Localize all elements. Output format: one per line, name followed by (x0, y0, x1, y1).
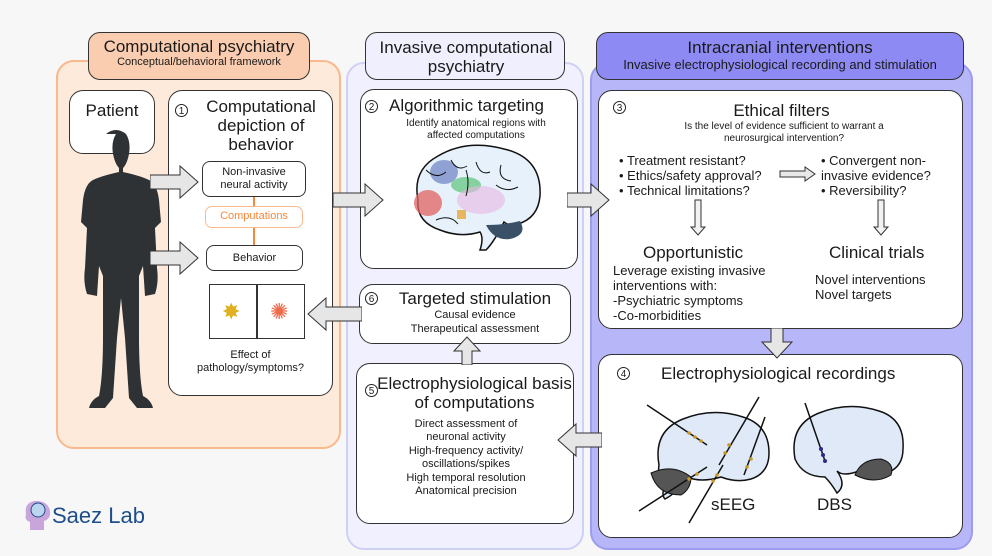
patient-box: Patient (69, 90, 155, 154)
clinical-trials-title: Clinical trials (829, 243, 925, 262)
step5-line: oscillations/spikes (421, 458, 511, 470)
step3-ethical-filters: 3 Ethical filters Is the level of eviden… (598, 90, 963, 329)
column-header-computational-psychiatry: Computational psychiatry Conceptual/beha… (88, 32, 310, 80)
bullet-item: • Convergent non-invasive evidence? (821, 153, 931, 183)
brain-targets-icon (414, 144, 541, 251)
step5-electrophysiological-basis: 5 Electrophysiological basis of computat… (356, 363, 574, 524)
step-number-badge: 3 (613, 101, 626, 114)
opportunistic-lines: Leverage existing invasive interventions… (613, 263, 766, 323)
step5-title: Electrophysiological basis of computatio… (377, 374, 572, 412)
arrow-down-icon (760, 328, 794, 359)
column-title: Invasive computational psychiatry (379, 38, 553, 76)
patient-label: Patient (85, 101, 139, 120)
arrow-down-icon (689, 199, 707, 236)
step1-computational-depiction: 1 Computational depiction of behavior No… (168, 90, 333, 396)
clinical-trials-lines: Novel interventions Novel targets (815, 272, 926, 302)
step3-left-bullets: • Treatment resistant? • Ethics/safety a… (619, 153, 762, 198)
step5-line: High-frequency activity/ (408, 445, 524, 457)
bullet-item: • Reversibility? (821, 183, 907, 198)
arrow-left-icon (557, 422, 602, 458)
step5-line: neuronal activity (426, 431, 506, 443)
healthy-neuron-icon: ✸ (222, 299, 241, 324)
opportunistic-title: Opportunistic (643, 243, 744, 262)
step6-line: Causal evidence (434, 309, 516, 321)
arrow-right-icon (333, 182, 384, 218)
step1-caption: Effect of pathology/symptoms? (197, 349, 304, 374)
arrow-right-icon (150, 240, 199, 276)
step6-targeted-stimulation: 6 Targeted stimulation Causal evidence T… (359, 284, 571, 344)
step6-line: Therapeutical assessment (410, 323, 540, 335)
step-number-badge: 6 (365, 292, 378, 305)
node-computations: Computations (205, 206, 303, 228)
arrow-up-icon (452, 336, 482, 365)
arrow-right-icon (779, 166, 816, 182)
patient-silhouette-icon (81, 130, 161, 408)
step3-question: Is the level of evidence sufficient to w… (684, 121, 884, 144)
column-header-intracranial-interventions: Intracranial interventions Invasive elec… (596, 32, 964, 80)
step4-title: Electrophysiological recordings (661, 364, 896, 383)
step-number-badge: 5 (365, 384, 378, 397)
column-title: Computational psychiatry (103, 37, 295, 56)
pathological-neuron-icon: ✺ (270, 299, 289, 324)
node-non-invasive-neural-activity: Non-invasive neural activity (202, 161, 306, 197)
step6-title: Targeted stimulation (398, 289, 552, 308)
column-header-invasive-computational-psychiatry: Invasive computational psychiatry (365, 32, 565, 80)
bullet-item: • Treatment resistant? (619, 153, 746, 168)
pathology-panel: ✸ ✺ (209, 284, 305, 339)
seeg-brain-icon (638, 396, 770, 524)
step3-title: Ethical filters (733, 101, 830, 120)
arrow-left-icon (307, 296, 362, 332)
column-subtitle: Conceptual/behavioral framework (117, 56, 281, 68)
step2-subtitle: Identify anatomical regions with affecte… (406, 118, 546, 141)
step2-algorithmic-targeting: 2 Algorithmic targeting Identify anatomi… (360, 89, 578, 269)
step2-title: Algorithmic targeting (389, 96, 544, 115)
node-behavior: Behavior (206, 245, 303, 271)
seeg-label: sEEG (711, 495, 756, 514)
column-title: Intracranial interventions (687, 38, 873, 57)
dbs-label: DBS (817, 495, 852, 514)
step1-title: Computational depiction of behavior (206, 97, 316, 154)
logo-text: Saez Lab (52, 503, 145, 528)
step5-line: Direct assessment of (414, 418, 518, 430)
dbs-brain-icon (793, 402, 904, 495)
arrow-down-icon (872, 199, 890, 236)
arrow-right-icon (150, 164, 199, 200)
step-number-badge: 4 (617, 367, 630, 380)
bullet-item: • Technical limitations? (619, 183, 750, 198)
step5-line: Anatomical precision (415, 485, 517, 497)
step-number-badge: 1 (175, 104, 188, 117)
arrow-right-icon (567, 182, 610, 218)
column-subtitle: Invasive electrophysiological recording … (623, 57, 937, 72)
step5-line: High temporal resolution (406, 472, 526, 484)
step-number-badge: 2 (365, 100, 378, 113)
step4-electrophysiological-recordings: 4 Electrophysiological recordings sEEG D… (598, 354, 963, 538)
step3-right-bullets: • Convergent non-invasive evidence? • Re… (821, 153, 951, 198)
bullet-item: • Ethics/safety approval? (619, 168, 762, 183)
head-brain-icon (25, 501, 51, 530)
